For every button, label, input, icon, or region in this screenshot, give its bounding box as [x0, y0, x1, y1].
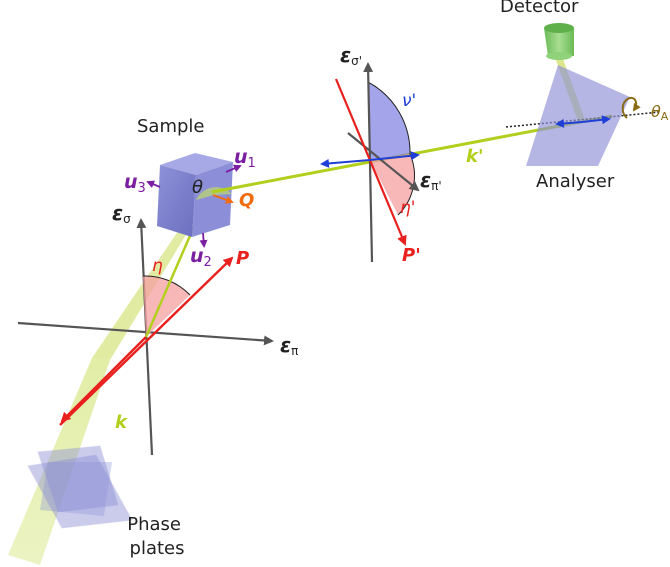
incident-beam — [8, 358, 110, 565]
phase-plates-label: Phase plates — [127, 514, 186, 559]
theta-a-label: θA — [651, 102, 669, 123]
Q-vector — [212, 194, 234, 204]
analyser-pol-vector-2 — [369, 151, 420, 161]
u3-vector — [146, 180, 161, 188]
u3-label: u3 — [124, 171, 146, 196]
analyser-crystal — [526, 65, 630, 166]
detector-label: Detector — [500, 0, 579, 17]
incident-frame — [17, 191, 274, 456]
P-prime-vector — [334, 78, 407, 246]
scattered-frame — [320, 62, 420, 263]
analyser-label: Analyser — [536, 171, 615, 192]
phase-plates — [27, 445, 133, 529]
eta-label: η — [152, 256, 163, 276]
eps-pi-label: επ — [280, 333, 298, 358]
eps-pi-prime-label: επ' — [420, 168, 442, 193]
nu-prime-wedge — [368, 82, 411, 160]
eps-pi-prime-axis — [347, 132, 420, 192]
eps-pi-axis — [17, 321, 274, 346]
eps-sigma-label: εσ — [112, 201, 131, 226]
u2-vector — [199, 232, 208, 248]
nu-prime-label: ν' — [402, 91, 416, 111]
eta-prime-wedge — [370, 154, 415, 215]
detector — [544, 23, 574, 60]
P-vector — [59, 256, 234, 426]
P-prime-label: P' — [402, 245, 421, 266]
eta-prime-label: η' — [400, 198, 415, 218]
sample-cube — [157, 153, 233, 237]
u1-label: u1 — [234, 146, 256, 171]
Q-label: Q — [239, 190, 254, 211]
analyser-rotation-arrow — [621, 96, 641, 119]
sample-label: Sample — [137, 116, 205, 137]
analyser-pol-vector — [320, 158, 371, 168]
eta-wedge — [143, 275, 190, 337]
k-prime-label: k' — [466, 146, 483, 167]
u2-label: u2 — [190, 245, 212, 270]
P-label: P — [236, 248, 249, 269]
k-label: k — [115, 412, 128, 433]
theta-label: θ — [192, 177, 203, 198]
eps-sigma-axis — [136, 218, 154, 456]
P-vector-tail — [60, 336, 147, 423]
analyser-pol-right — [581, 115, 611, 125]
analyser-pol-left — [555, 118, 583, 128]
eps-sigma-prime-label: εσ' — [340, 43, 362, 68]
u1-vector — [225, 164, 242, 173]
